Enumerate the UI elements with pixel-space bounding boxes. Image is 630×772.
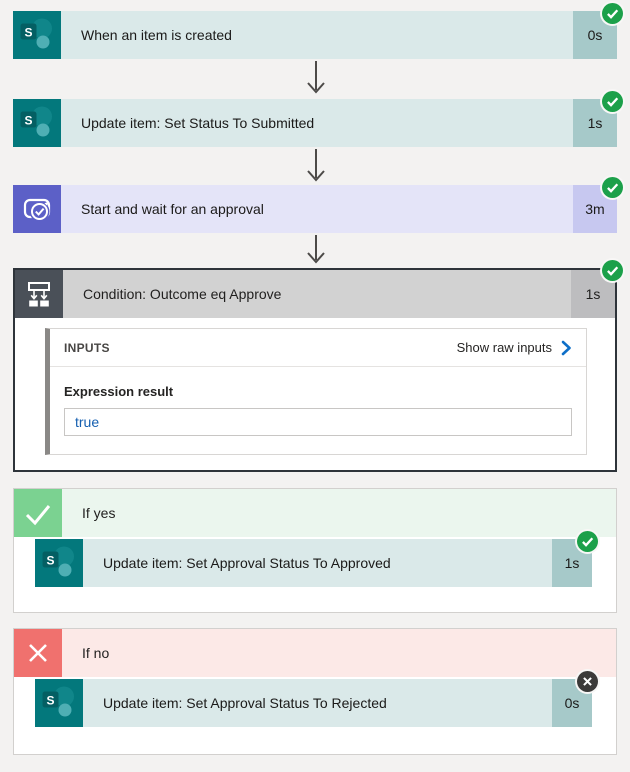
action-duration: 0s (552, 679, 592, 727)
condition-title: Condition: Outcome eq Approve (63, 270, 571, 318)
if-yes-label: If yes (82, 505, 116, 521)
action-card-update-approval-rejected[interactable]: S Update item: Set Approval Status To Re… (35, 671, 598, 727)
expression-result-value: true (64, 408, 572, 436)
success-badge-icon (602, 177, 623, 198)
action-title: Update item: Set Status To Submitted (61, 99, 573, 147)
svg-text:S: S (24, 114, 32, 128)
arrow-down-icon (307, 61, 325, 94)
action-title: Start and wait for an approval (61, 185, 573, 233)
action-card-update-status-submitted[interactable]: S Update item: Set Status To Submitted 1… (13, 91, 623, 147)
condition-header[interactable]: Condition: Outcome eq Approve 1s (15, 260, 623, 318)
condition-icon (15, 270, 63, 318)
arrow-down-icon (307, 235, 325, 264)
approvals-icon (13, 185, 61, 233)
action-title: Update item: Set Approval Status To Reje… (83, 679, 552, 727)
chevron-right-icon (561, 340, 571, 355)
action-title: Update item: Set Approval Status To Appr… (83, 539, 552, 587)
sharepoint-icon: S (35, 679, 83, 727)
show-raw-inputs-link[interactable]: Show raw inputs (457, 340, 572, 356)
if-no-header[interactable]: If no (14, 629, 616, 677)
check-icon (14, 489, 62, 537)
svg-text:S: S (24, 26, 32, 40)
success-badge-icon (602, 91, 623, 112)
if-no-branch: If no S Update item: Set Approval Status… (13, 628, 617, 755)
success-badge-icon (577, 531, 598, 552)
condition-scope: Condition: Outcome eq Approve 1s INPUTS … (13, 260, 623, 472)
condition-body: INPUTS Show raw inputs Expression result… (15, 318, 615, 470)
action-title: When an item is created (61, 11, 573, 59)
success-badge-icon (602, 260, 623, 281)
svg-text:S: S (46, 694, 54, 708)
x-icon (14, 629, 62, 677)
skipped-badge-icon (577, 671, 598, 692)
action-card-update-approval-approved[interactable]: S Update item: Set Approval Status To Ap… (35, 531, 598, 587)
if-no-label: If no (82, 645, 110, 661)
sharepoint-icon: S (13, 99, 61, 147)
inputs-panel-header: INPUTS Show raw inputs (50, 329, 586, 367)
sharepoint-icon: S (35, 539, 83, 587)
inputs-panel: INPUTS Show raw inputs Expression result… (45, 328, 587, 455)
action-card-start-and-wait-approval[interactable]: Start and wait for an approval 3m (13, 177, 623, 233)
inputs-content: Expression result true (50, 367, 586, 454)
inputs-label: INPUTS (64, 340, 110, 355)
show-raw-inputs-label: Show raw inputs (456, 340, 552, 355)
svg-text:S: S (46, 554, 54, 568)
if-yes-branch: If yes S Update item: Set Approval Statu… (13, 488, 617, 613)
arrow-down-icon (307, 149, 325, 182)
expression-result-label: Expression result (64, 384, 174, 399)
sharepoint-icon: S (13, 11, 61, 59)
success-badge-icon (602, 3, 623, 24)
if-yes-header[interactable]: If yes (14, 489, 616, 537)
condition-duration: 1s (571, 270, 615, 318)
action-card-when-item-created[interactable]: S When an item is created 0s (13, 3, 623, 59)
